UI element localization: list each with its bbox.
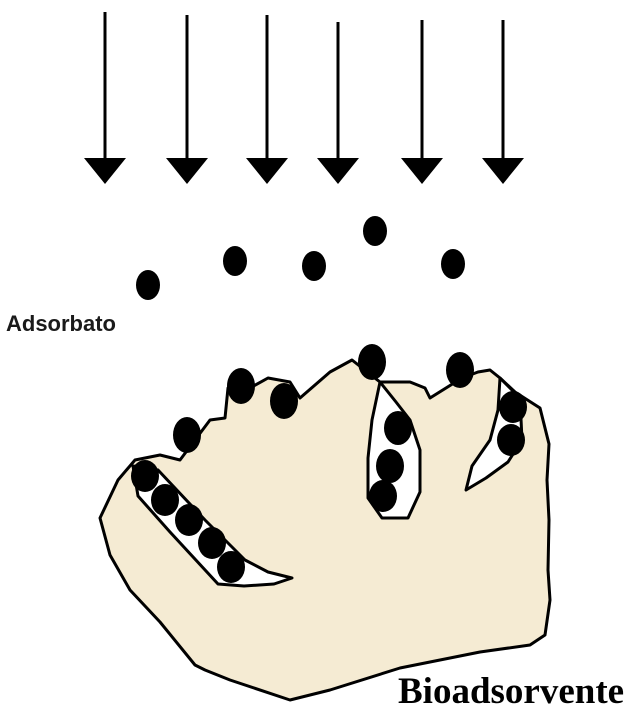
adsorbed-particle — [499, 391, 527, 423]
arrow-4 — [317, 22, 359, 184]
adsorbate-particle — [223, 246, 247, 276]
biosorbent-label: Bioadsorvente — [398, 670, 624, 713]
adsorbed-particle — [151, 484, 179, 516]
adsorbate-particle — [363, 216, 387, 246]
adsorbed-particle — [384, 411, 412, 445]
incoming-arrows — [84, 12, 524, 184]
adsorbed-particle — [131, 460, 159, 492]
adsorbed-particle — [446, 352, 474, 388]
adsorbed-particle — [175, 504, 203, 536]
adsorbed-particle — [217, 551, 245, 583]
adsorbate-particle — [136, 270, 160, 300]
arrow-3 — [246, 15, 288, 184]
adsorbed-particle — [358, 344, 386, 380]
adsorbed-particle — [497, 424, 525, 456]
arrow-5 — [401, 20, 443, 184]
adsorbate-label: Adsorbato — [6, 311, 116, 337]
adsorbed-particle — [198, 527, 226, 559]
adsorbate-particle — [302, 251, 326, 281]
free-particles — [136, 216, 465, 300]
adsorbed-particle — [376, 449, 404, 483]
arrow-2 — [166, 15, 208, 184]
adsorbed-particle — [369, 480, 397, 512]
adsorbed-particle — [173, 417, 201, 453]
adsorbed-particle — [270, 383, 298, 419]
arrow-1 — [84, 12, 126, 184]
adsorbed-particle — [227, 368, 255, 404]
adsorbate-particle — [441, 249, 465, 279]
arrow-6 — [482, 20, 524, 184]
